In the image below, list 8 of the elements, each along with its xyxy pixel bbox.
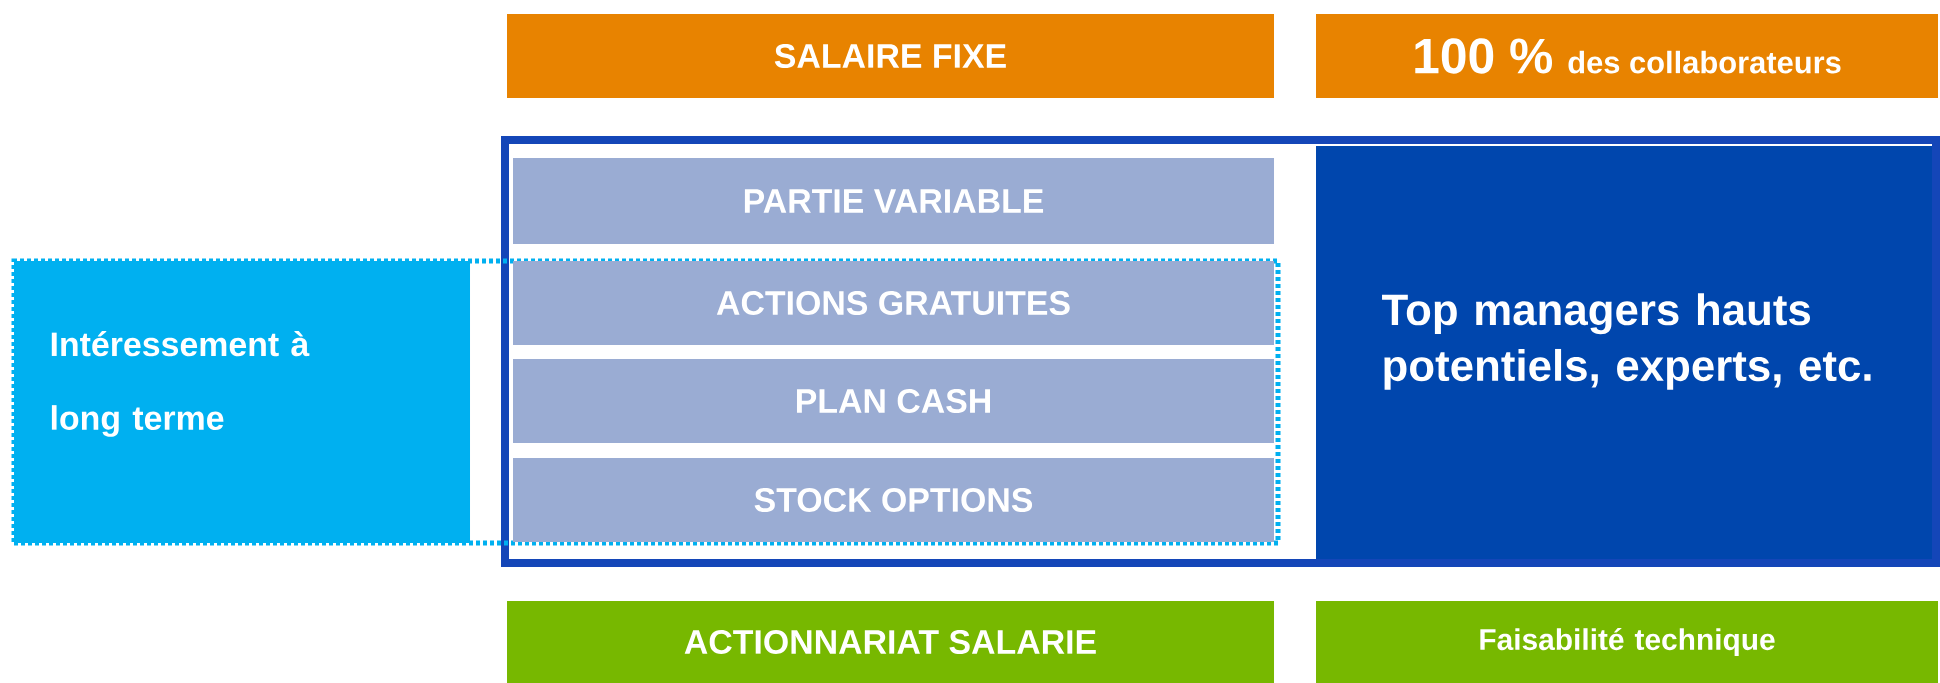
label-bar: 100 % des collaborateurs xyxy=(1316,14,1938,98)
label-bar: SALAIRE FIXE xyxy=(507,14,1274,98)
label-bar: Faisabilité technique xyxy=(1316,601,1938,683)
label-bar: ACTIONS GRATUITES xyxy=(513,261,1274,345)
label-bar: STOCK OPTIONS xyxy=(513,458,1274,542)
label-bar: ACTIONNARIAT SALARIE xyxy=(507,601,1274,683)
label-bar: PARTIE VARIABLE xyxy=(513,158,1274,244)
label-bar: PLAN CASH xyxy=(513,359,1274,443)
